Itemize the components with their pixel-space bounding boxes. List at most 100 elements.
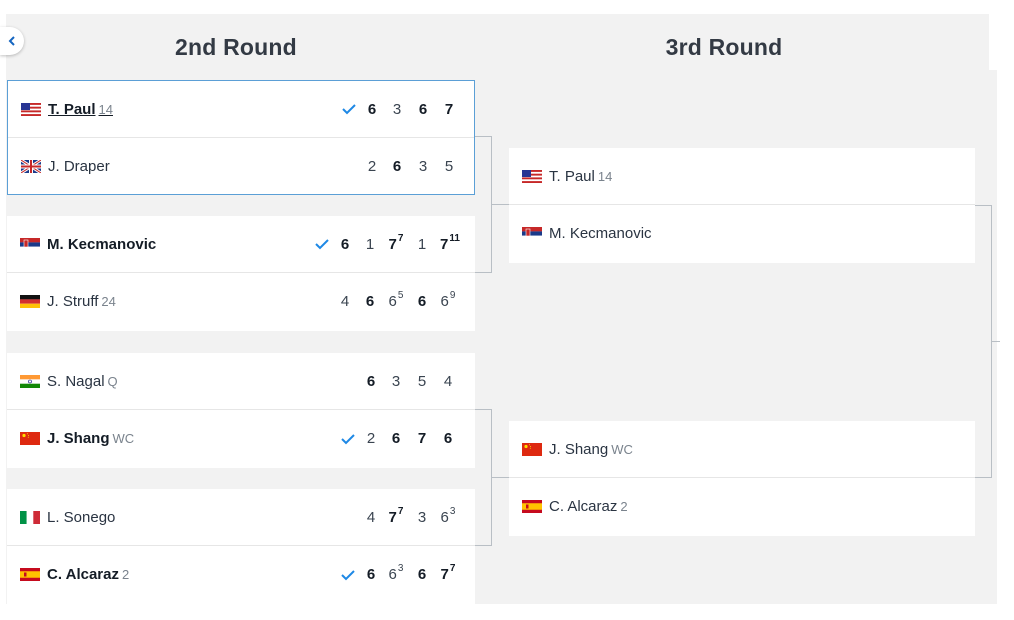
player-seed: WC <box>112 431 135 446</box>
set-score: 77 <box>440 563 456 583</box>
usa-flag-icon <box>522 169 542 183</box>
player-seed: 2 <box>121 567 130 582</box>
bracket-connector <box>492 477 509 478</box>
checkmark-icon <box>315 239 329 250</box>
player-seed: 14 <box>98 101 113 117</box>
player-name[interactable]: L. Sonego <box>47 508 116 526</box>
set-score: 6 <box>417 566 427 583</box>
set-score: 7 <box>444 100 454 118</box>
tiebreak-score: 7 <box>397 232 404 244</box>
set-score: 711 <box>440 232 460 253</box>
usa-flag-icon <box>21 102 41 116</box>
player-row[interactable]: M. Kecmanovic 6 1 77 1 711 <box>7 216 475 273</box>
chn-flag-icon <box>20 432 40 445</box>
tiebreak-score: 7 <box>397 505 404 517</box>
player-name[interactable]: M. Kecmanovic <box>549 225 652 242</box>
set-score: 1 <box>417 235 427 253</box>
ger-flag-icon <box>20 295 40 308</box>
set-score: 6 <box>417 293 427 310</box>
player-seed: Q <box>107 373 118 389</box>
set-score: 6 <box>443 430 453 447</box>
set-score: 3 <box>417 508 427 526</box>
set-score: 63 <box>440 505 456 526</box>
srb-flag-icon <box>20 237 40 251</box>
set-score: 4 <box>340 293 350 310</box>
set-score: 6 <box>392 158 402 175</box>
round-title-2nd: 2nd Round <box>175 34 297 60</box>
bracket-connector <box>492 204 509 205</box>
player-seed: WC <box>611 441 633 457</box>
set-score: 4 <box>443 372 453 390</box>
set-score: 7 <box>417 430 427 447</box>
esp-flag-icon <box>522 500 542 513</box>
set-score: 69 <box>440 290 456 310</box>
ind-flag-icon <box>20 374 40 388</box>
player-row[interactable]: M. Kecmanovic <box>509 205 975 262</box>
chevron-left-icon <box>8 36 15 46</box>
set-score: 63 <box>388 563 404 583</box>
tiebreak-score: 3 <box>397 563 404 574</box>
player-seed: 2 <box>620 499 628 514</box>
set-score: 65 <box>388 290 404 310</box>
tiebreak-score: 7 <box>449 563 456 574</box>
player-seed: 14 <box>597 168 613 184</box>
srb-flag-icon <box>522 227 542 240</box>
set-score: 77 <box>388 232 404 253</box>
set-score: 3 <box>391 372 401 390</box>
gbr-flag-icon <box>21 160 41 173</box>
checkmark-icon <box>342 104 356 115</box>
bracket-connector <box>475 409 492 546</box>
set-score: 6 <box>366 372 376 390</box>
round-title-3rd: 3rd Round <box>665 34 783 60</box>
tiebreak-score: 5 <box>397 290 404 301</box>
checkmark-icon <box>341 569 355 580</box>
set-score: 6 <box>366 566 376 583</box>
player-name[interactable]: M. Kecmanovic <box>47 235 157 253</box>
tiebreak-score: 3 <box>449 505 456 517</box>
set-score: 5 <box>444 158 454 175</box>
set-score: 5 <box>417 372 427 390</box>
set-score: 6 <box>391 430 401 447</box>
ita-flag-icon <box>20 510 40 524</box>
chn-flag-icon <box>522 442 542 456</box>
set-score: 3 <box>392 100 402 118</box>
checkmark-icon <box>341 433 355 444</box>
player-row[interactable]: L. Sonego 4 77 3 63 <box>7 489 475 546</box>
set-score: 2 <box>366 430 376 447</box>
tiebreak-score: 11 <box>449 232 460 244</box>
set-score: 77 <box>388 505 404 526</box>
set-score: 4 <box>366 508 376 526</box>
bracket-connector <box>475 136 492 273</box>
bracket-background-edge <box>989 70 997 604</box>
set-score: 6 <box>365 293 375 310</box>
esp-flag-icon <box>20 568 40 581</box>
set-score: 3 <box>418 158 428 175</box>
set-score: 2 <box>367 158 377 175</box>
player-row[interactable]: J. Draper 2 6 3 5 <box>8 138 474 195</box>
back-button[interactable] <box>0 27 24 55</box>
tiebreak-score: 9 <box>449 290 456 301</box>
player-name[interactable]: J. Draper <box>48 158 110 175</box>
